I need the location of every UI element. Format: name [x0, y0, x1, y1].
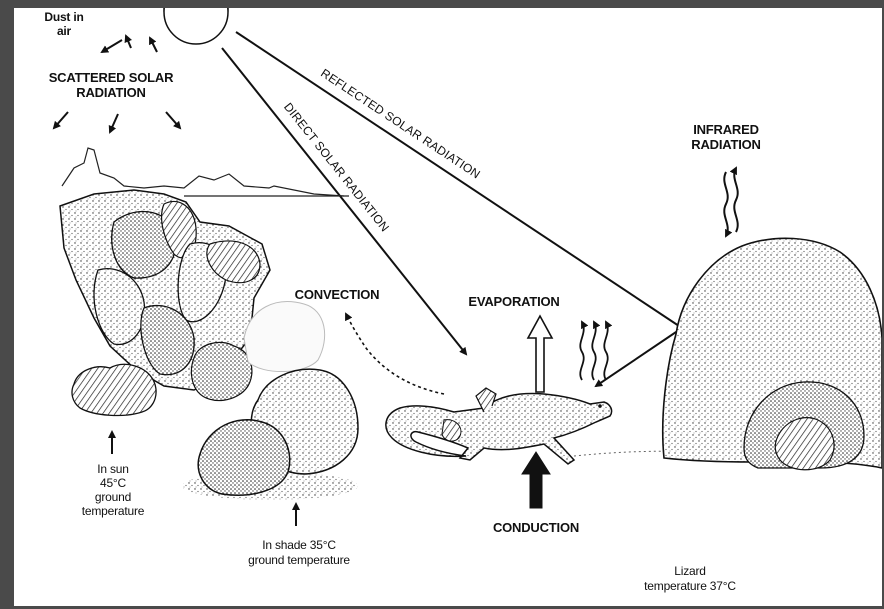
conduction-arrow	[522, 452, 550, 508]
infrared-radiation-label: INFRARED RADIATION	[676, 122, 776, 152]
bush-sun	[72, 364, 156, 415]
shade-ground-temperature-label: In shade 35°C ground temperature	[224, 538, 374, 568]
sun-ground-line3: ground	[68, 490, 158, 504]
evaporation-arrow	[528, 316, 552, 392]
sun-ground-temperature-label: In sun 45°C ground temperature	[68, 462, 158, 518]
scattered-label-line2: RADIATION	[36, 85, 186, 100]
bush-rocks	[191, 342, 252, 400]
infrared-label-line1: INFRARED	[676, 122, 776, 137]
lizard	[386, 388, 612, 464]
scattered-label-line1: SCATTERED SOLAR	[36, 70, 186, 85]
diagram-panel: Dust in air SCATTERED SOLAR RADIATION RE…	[14, 8, 882, 606]
convection-arrow	[346, 314, 444, 394]
convection-label: CONVECTION	[282, 287, 392, 302]
lizard-temp-line1: Lizard	[620, 564, 760, 579]
dust-label-line2: air	[34, 24, 94, 38]
sun-ground-line4: temperature	[68, 504, 158, 518]
dust-arrows	[102, 36, 157, 52]
sun-icon	[164, 8, 228, 44]
sun-ground-line2: 45°C	[68, 476, 158, 490]
shade-ground-line1: In shade 35°C	[224, 538, 374, 553]
scattered-radiation-arrows	[54, 112, 180, 132]
evaporation-wave-arrows	[580, 322, 607, 380]
scattered-radiation-label: SCATTERED SOLAR RADIATION	[36, 70, 186, 100]
conduction-label: CONDUCTION	[476, 520, 596, 535]
infrared-label-line2: RADIATION	[676, 137, 776, 152]
evaporation-label: EVAPORATION	[454, 294, 574, 309]
dust-label: Dust in air	[34, 10, 94, 38]
background-dome	[244, 302, 325, 372]
right-boulder	[663, 238, 882, 469]
dust-label-line1: Dust in	[34, 10, 94, 24]
lizard-temperature-label: Lizard temperature 37°C	[620, 564, 760, 594]
horizon-mesas	[62, 148, 349, 196]
infrared-radiation-arrows	[724, 168, 737, 236]
shade-ground-line2: ground temperature	[224, 553, 374, 568]
lizard-temp-line2: temperature 37°C	[620, 579, 760, 594]
sun-ground-line1: In sun	[68, 462, 158, 476]
